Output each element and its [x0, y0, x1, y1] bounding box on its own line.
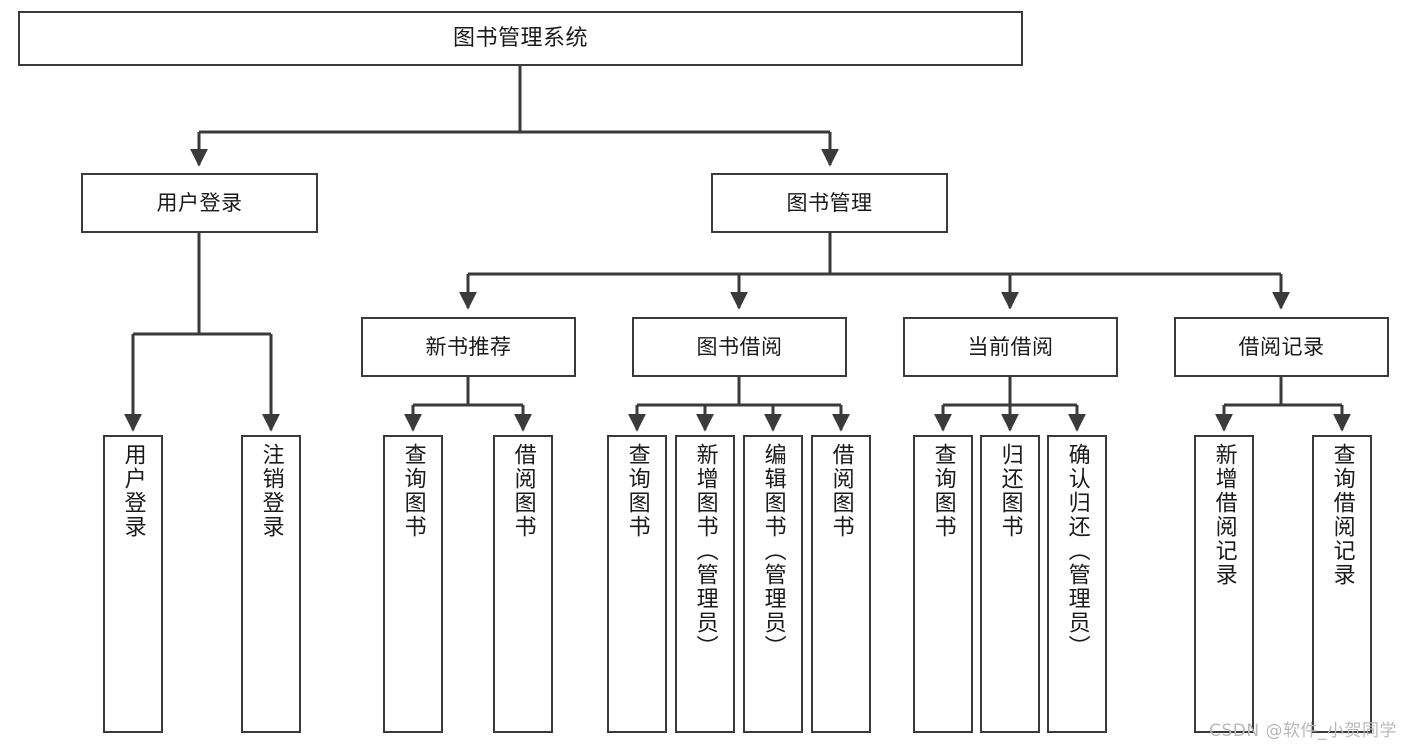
node-book-management[interactable]: 图书管理	[711, 173, 948, 233]
node-label: 归还图书	[997, 443, 1023, 539]
node-label: 查询图书	[930, 443, 956, 539]
node-label: 用户登录	[120, 443, 146, 539]
node-label: 图书借阅	[696, 334, 783, 359]
node-label: 编辑图书（管理员）	[760, 443, 786, 659]
leaf-current-query[interactable]: 查询图书	[913, 435, 973, 733]
leaf-borrow-borrow-book[interactable]: 借阅图书	[811, 435, 871, 733]
leaf-user-login-logout[interactable]: 注销登录	[241, 435, 301, 733]
node-label: 借阅图书	[828, 443, 854, 539]
leaf-record-add[interactable]: 新增借阅记录	[1194, 435, 1254, 733]
leaf-borrow-edit-book[interactable]: 编辑图书（管理员）	[743, 435, 803, 733]
node-label: 当前借阅	[967, 334, 1054, 359]
node-label: 图书管理系统	[452, 25, 588, 51]
node-borrow-record[interactable]: 借阅记录	[1174, 317, 1389, 377]
node-label: 借阅记录	[1238, 334, 1325, 359]
node-root-system[interactable]: 图书管理系统	[18, 11, 1023, 66]
leaf-borrow-add-book[interactable]: 新增图书（管理员）	[675, 435, 735, 733]
node-user-login[interactable]: 用户登录	[81, 173, 318, 233]
leaf-current-return[interactable]: 归还图书	[980, 435, 1040, 733]
node-label: 查询图书	[400, 443, 426, 539]
node-label: 查询借阅记录	[1329, 443, 1355, 587]
node-label: 图书管理	[786, 190, 873, 215]
node-label: 新增图书（管理员）	[692, 443, 718, 659]
leaf-user-login-login[interactable]: 用户登录	[103, 435, 163, 733]
node-label: 借阅图书	[510, 443, 536, 539]
node-book-borrow[interactable]: 图书借阅	[632, 317, 847, 377]
leaf-borrow-query[interactable]: 查询图书	[607, 435, 667, 733]
node-label: 新增借阅记录	[1211, 443, 1237, 587]
node-label: 注销登录	[258, 443, 284, 539]
node-label: 查询图书	[624, 443, 650, 539]
node-label: 新书推荐	[425, 334, 512, 359]
node-current-borrow[interactable]: 当前借阅	[903, 317, 1118, 377]
leaf-current-confirm-return[interactable]: 确认归还（管理员）	[1047, 435, 1107, 733]
leaf-new-book-borrow[interactable]: 借阅图书	[493, 435, 553, 733]
node-new-book-recommend[interactable]: 新书推荐	[361, 317, 576, 377]
watermark-text: CSDN @软件_小贺同学	[1209, 721, 1397, 741]
leaf-record-query[interactable]: 查询借阅记录	[1312, 435, 1372, 733]
node-label: 用户登录	[156, 190, 243, 215]
node-label: 确认归还（管理员）	[1064, 443, 1090, 659]
leaf-new-book-query[interactable]: 查询图书	[383, 435, 443, 733]
